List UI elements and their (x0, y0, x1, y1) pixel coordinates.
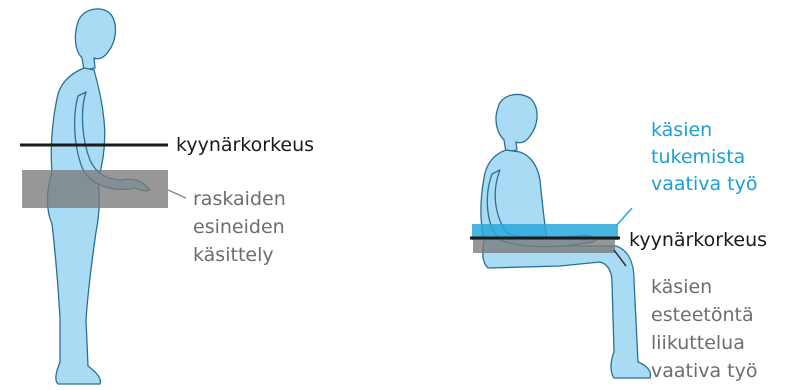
support-zone-leader (616, 208, 632, 226)
free-movement-label-line: liikuttelua (651, 332, 745, 354)
heavy-handling-zone (22, 170, 168, 208)
support-work-label-line: tukemista (651, 146, 745, 168)
free-movement-label-line: vaativa työ (651, 360, 758, 382)
support-work-label-line: käsien (651, 119, 712, 141)
heavy-handling-label-line: käsittely (193, 244, 274, 266)
free-movement-label-line: esteetöntä (651, 304, 754, 326)
heavy-handling-label-line: esineiden (193, 216, 285, 238)
free-movement-zone (473, 239, 615, 253)
heavy-zone-leader (168, 190, 186, 198)
standing-elbow-label: kyynärkorkeus (176, 134, 314, 156)
support-work-label: käsien tukemista vaativa työ (651, 119, 758, 195)
heavy-handling-label: raskaiden esineiden käsittely (193, 188, 292, 266)
free-movement-label-line: käsien (651, 276, 712, 298)
support-work-label-line: vaativa työ (651, 173, 758, 195)
seated-elbow-label: kyynärkorkeus (629, 229, 767, 251)
free-movement-label: käsien esteetöntä liikuttelua vaativa ty… (651, 276, 760, 382)
heavy-handling-label-line: raskaiden (193, 188, 286, 210)
